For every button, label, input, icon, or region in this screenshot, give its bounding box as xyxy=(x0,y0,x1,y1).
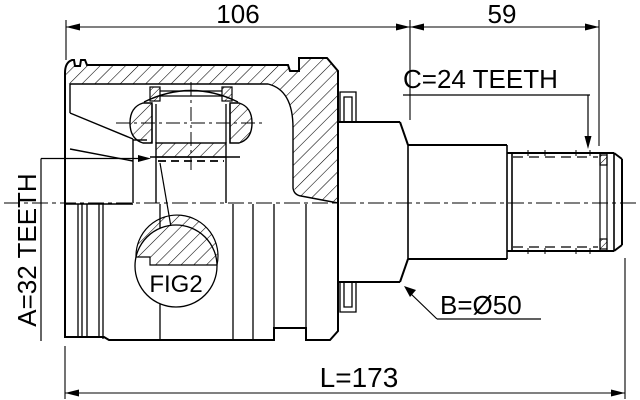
dimension-59: 59 xyxy=(410,0,600,146)
arrowhead-right-icon xyxy=(585,23,599,31)
housing-body xyxy=(64,57,339,341)
arrowhead-right-icon xyxy=(138,155,151,162)
dim-length-label: L=173 xyxy=(320,362,399,393)
housing-mouth-lines xyxy=(66,84,147,205)
a-teeth-label: A=32 TEETH xyxy=(12,173,42,326)
arrowhead-left-icon xyxy=(410,23,424,31)
c-teeth-label: C=24 TEETH xyxy=(403,64,558,94)
fig2-label: FIG2 xyxy=(149,271,202,298)
arrowhead-left-icon xyxy=(66,23,80,31)
shaft-spline-lines xyxy=(513,150,598,254)
dimension-106: 106 xyxy=(65,0,411,120)
arrowhead-right-icon xyxy=(611,389,625,397)
housing-outline xyxy=(64,57,339,341)
arrowhead-upleft-icon xyxy=(404,286,416,297)
callout-c-teeth: C=24 TEETH xyxy=(403,64,592,149)
dim-59-label: 59 xyxy=(488,0,517,29)
dimension-overall-length: L=173 xyxy=(64,258,626,399)
arrowhead-down-icon xyxy=(584,136,592,149)
callout-a-teeth: A=32 TEETH xyxy=(12,155,151,341)
snap-ring-groove xyxy=(599,153,608,251)
b-diameter-label: B=Ø50 xyxy=(440,290,522,320)
callout-b-diameter: B=Ø50 xyxy=(404,286,541,320)
arrowhead-left-icon xyxy=(65,389,79,397)
arrowhead-right-icon xyxy=(396,23,410,31)
shaft-outline xyxy=(338,121,623,283)
roller-assembly xyxy=(116,82,264,203)
housing-exterior-grooves xyxy=(77,204,307,340)
shaft-step-faces xyxy=(407,145,615,259)
housing-section-hatch xyxy=(66,58,338,202)
output-shaft xyxy=(338,91,623,313)
fig2-section-hatch xyxy=(135,214,219,266)
dim-106-label: 106 xyxy=(216,0,259,29)
housing-inner-wall xyxy=(70,83,339,204)
roller-centerlines xyxy=(116,82,264,170)
boot-clamp-collar xyxy=(339,91,357,313)
detail-fig2: FIG2 xyxy=(134,162,219,308)
